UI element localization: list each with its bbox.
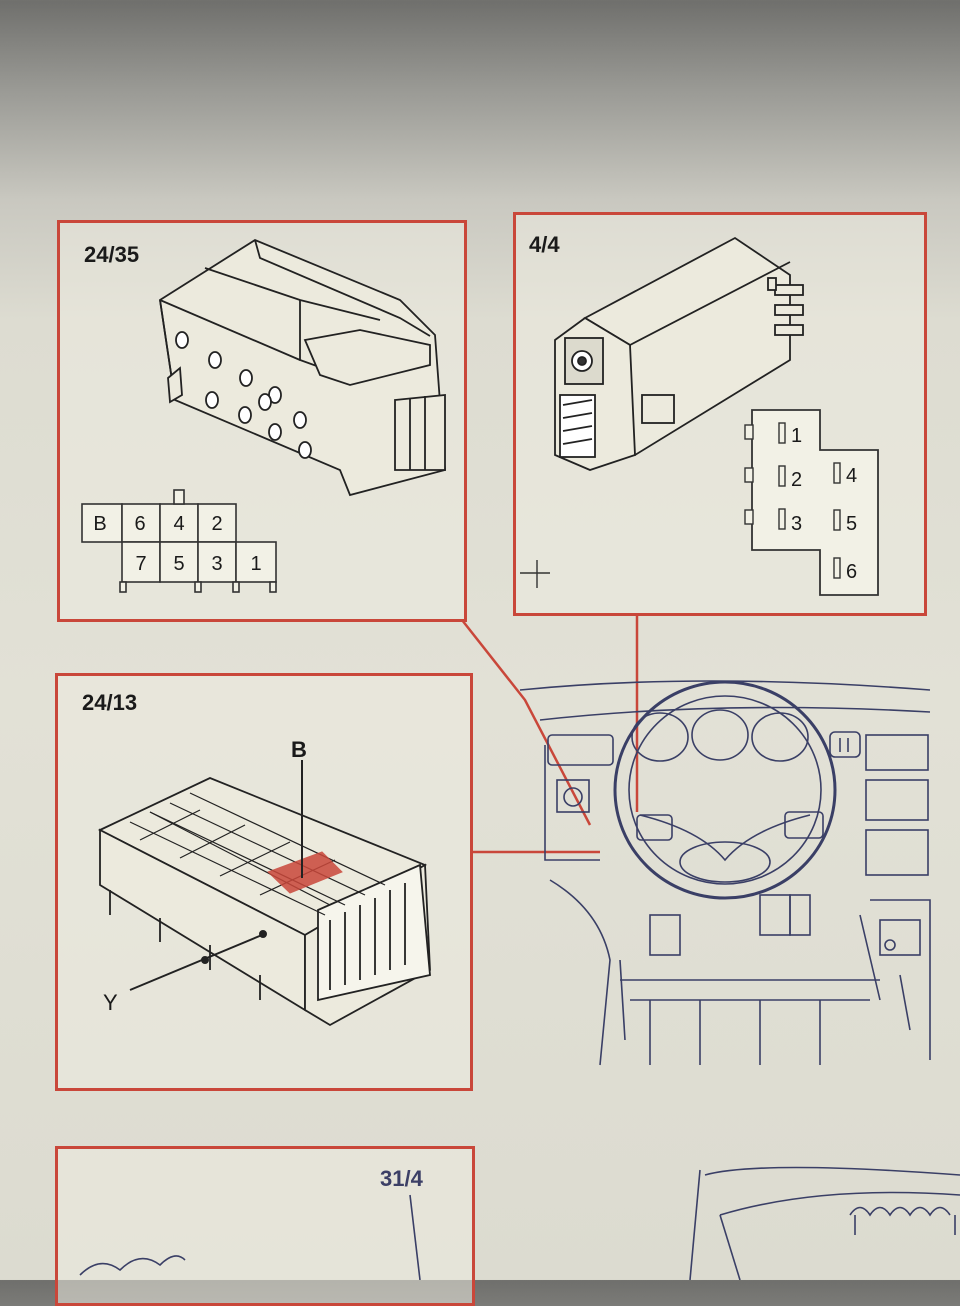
pin-label-5: 5 [173,553,184,575]
fusebox-24-13-drawing [97,777,431,1027]
callout-y-label: Y [103,990,118,1015]
switch-pin-1: 1 [791,425,802,447]
pin-label-1: 1 [250,553,261,575]
switch-4-4-drawing [554,236,804,471]
connector-24-35-pin-grid: B 6 4 2 7 5 3 1 [81,489,277,593]
switch-pin-4: 4 [846,465,857,487]
fusebox-callouts [129,760,303,991]
leader-24-35 [461,619,592,826]
bottom-sketch [79,1166,960,1280]
callout-b-label: B [291,737,307,762]
fuse-area-b [267,851,343,894]
switch-pin-3: 3 [791,513,802,535]
leader-lines [461,615,639,854]
dashboard-sketch [519,680,931,1066]
crosshair-icon [520,560,550,588]
pin-label-b: B [93,513,106,535]
pin-label-7: 7 [135,553,146,575]
panel-label-24-35: 24/35 [84,242,140,267]
panel-label-31-4: 31/4 [380,1166,423,1191]
panel-31-4 [55,1146,475,1306]
switch-4-4-pin-layout: 1 2 3 4 5 6 [744,409,879,596]
pin-label-4: 4 [173,513,184,535]
switch-pin-6: 6 [846,561,857,583]
pin-label-6: 6 [134,513,145,535]
connector-24-35-drawing [159,238,446,497]
pin-label-3: 3 [211,553,222,575]
switch-pin-2: 2 [791,469,802,491]
pin-label-2: 2 [211,513,222,535]
panel-label-24-13: 24/13 [82,690,138,715]
switch-pin-5: 5 [846,513,857,535]
panel-label-4-4: 4/4 [529,232,560,257]
